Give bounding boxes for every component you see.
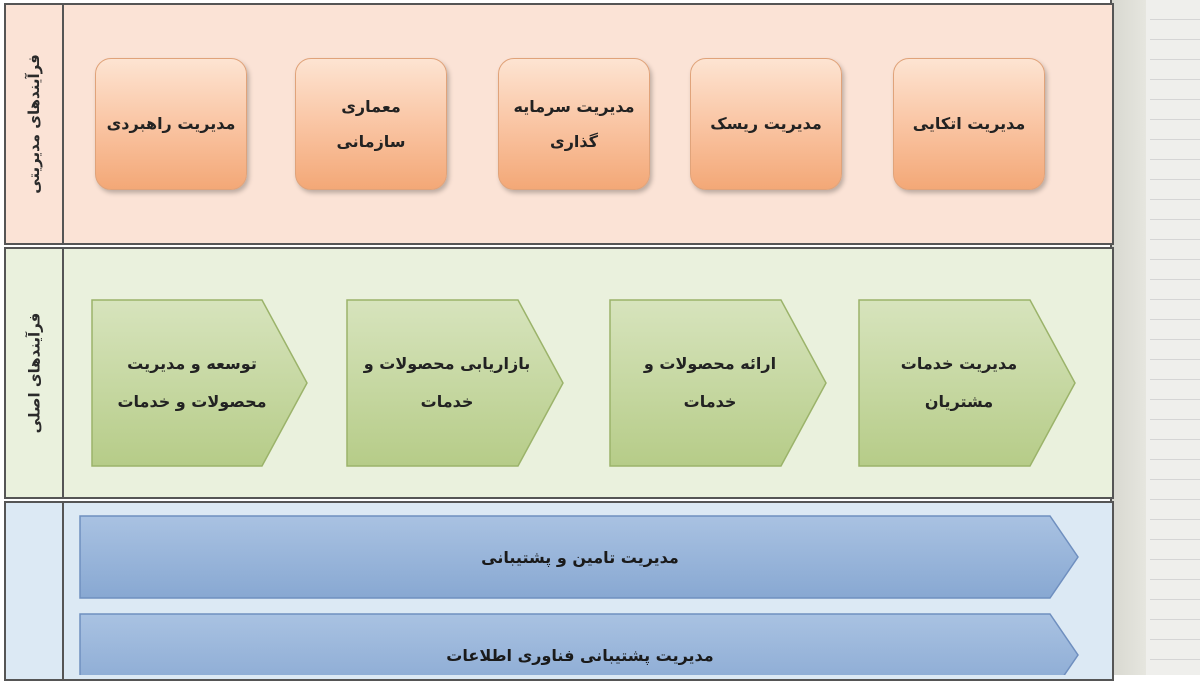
chevron-label: مدیریت خدمات مشتریان	[900, 353, 1018, 411]
bar-supply-support	[79, 515, 1079, 599]
chevron-marketing	[346, 299, 564, 467]
bar-it-support	[79, 613, 1079, 675]
box-label: مدیریت سرمایه گذاری	[513, 96, 635, 151]
chevron-label-marketing: بازاریابی محصولات و خدمات	[347, 300, 547, 466]
chevron-customer-service	[858, 299, 1076, 467]
box-enterprise-architecture: معماری سازمانی	[295, 58, 447, 190]
shapes-layer	[79, 299, 1079, 675]
box-label: مدیریت اتکایی	[912, 114, 1026, 134]
chevron-label: بازاریابی محصولات و خدمات	[363, 353, 531, 411]
chevron-label: ارائه محصولات و خدمات	[643, 353, 777, 411]
support-lane-label	[6, 503, 64, 679]
core-lane-label: فرآیندهای اصلی	[6, 249, 64, 497]
right-edge-strip	[1110, 0, 1200, 675]
box-strategic-management: مدیریت راهبردی	[95, 58, 247, 190]
grid-lines	[1150, 0, 1200, 675]
management-lane-label: فرآیندهای مدیریتی	[6, 5, 64, 243]
box-investment-management: مدیریت سرمایه گذاری	[498, 58, 650, 190]
box-label: مدیریت راهبردی	[106, 114, 236, 134]
box-label: معماری سازمانی	[336, 96, 406, 151]
chevron-label: توسعه و مدیریت محصولات و خدمات	[117, 353, 267, 411]
chevron-label-develop-products: توسعه و مدیریت محصولات و خدمات	[92, 300, 292, 466]
box-label: مدیریت ریسک	[710, 114, 822, 134]
chevron-delivery	[609, 299, 827, 467]
chevron-label-customer-service: مدیریت خدمات مشتریان	[859, 300, 1059, 466]
chevron-develop-products	[91, 299, 308, 467]
box-assurance-management: مدیریت اتکایی	[893, 58, 1045, 190]
box-risk-management: مدیریت ریسک	[690, 58, 842, 190]
bar-label-it-support: مدیریت پشتیبانی فناوری اطلاعات	[446, 645, 714, 665]
chevron-label-delivery: ارائه محصولات و خدمات	[610, 300, 810, 466]
bar-label-supply-support: مدیریت تامین و پشتیبانی	[481, 547, 679, 567]
